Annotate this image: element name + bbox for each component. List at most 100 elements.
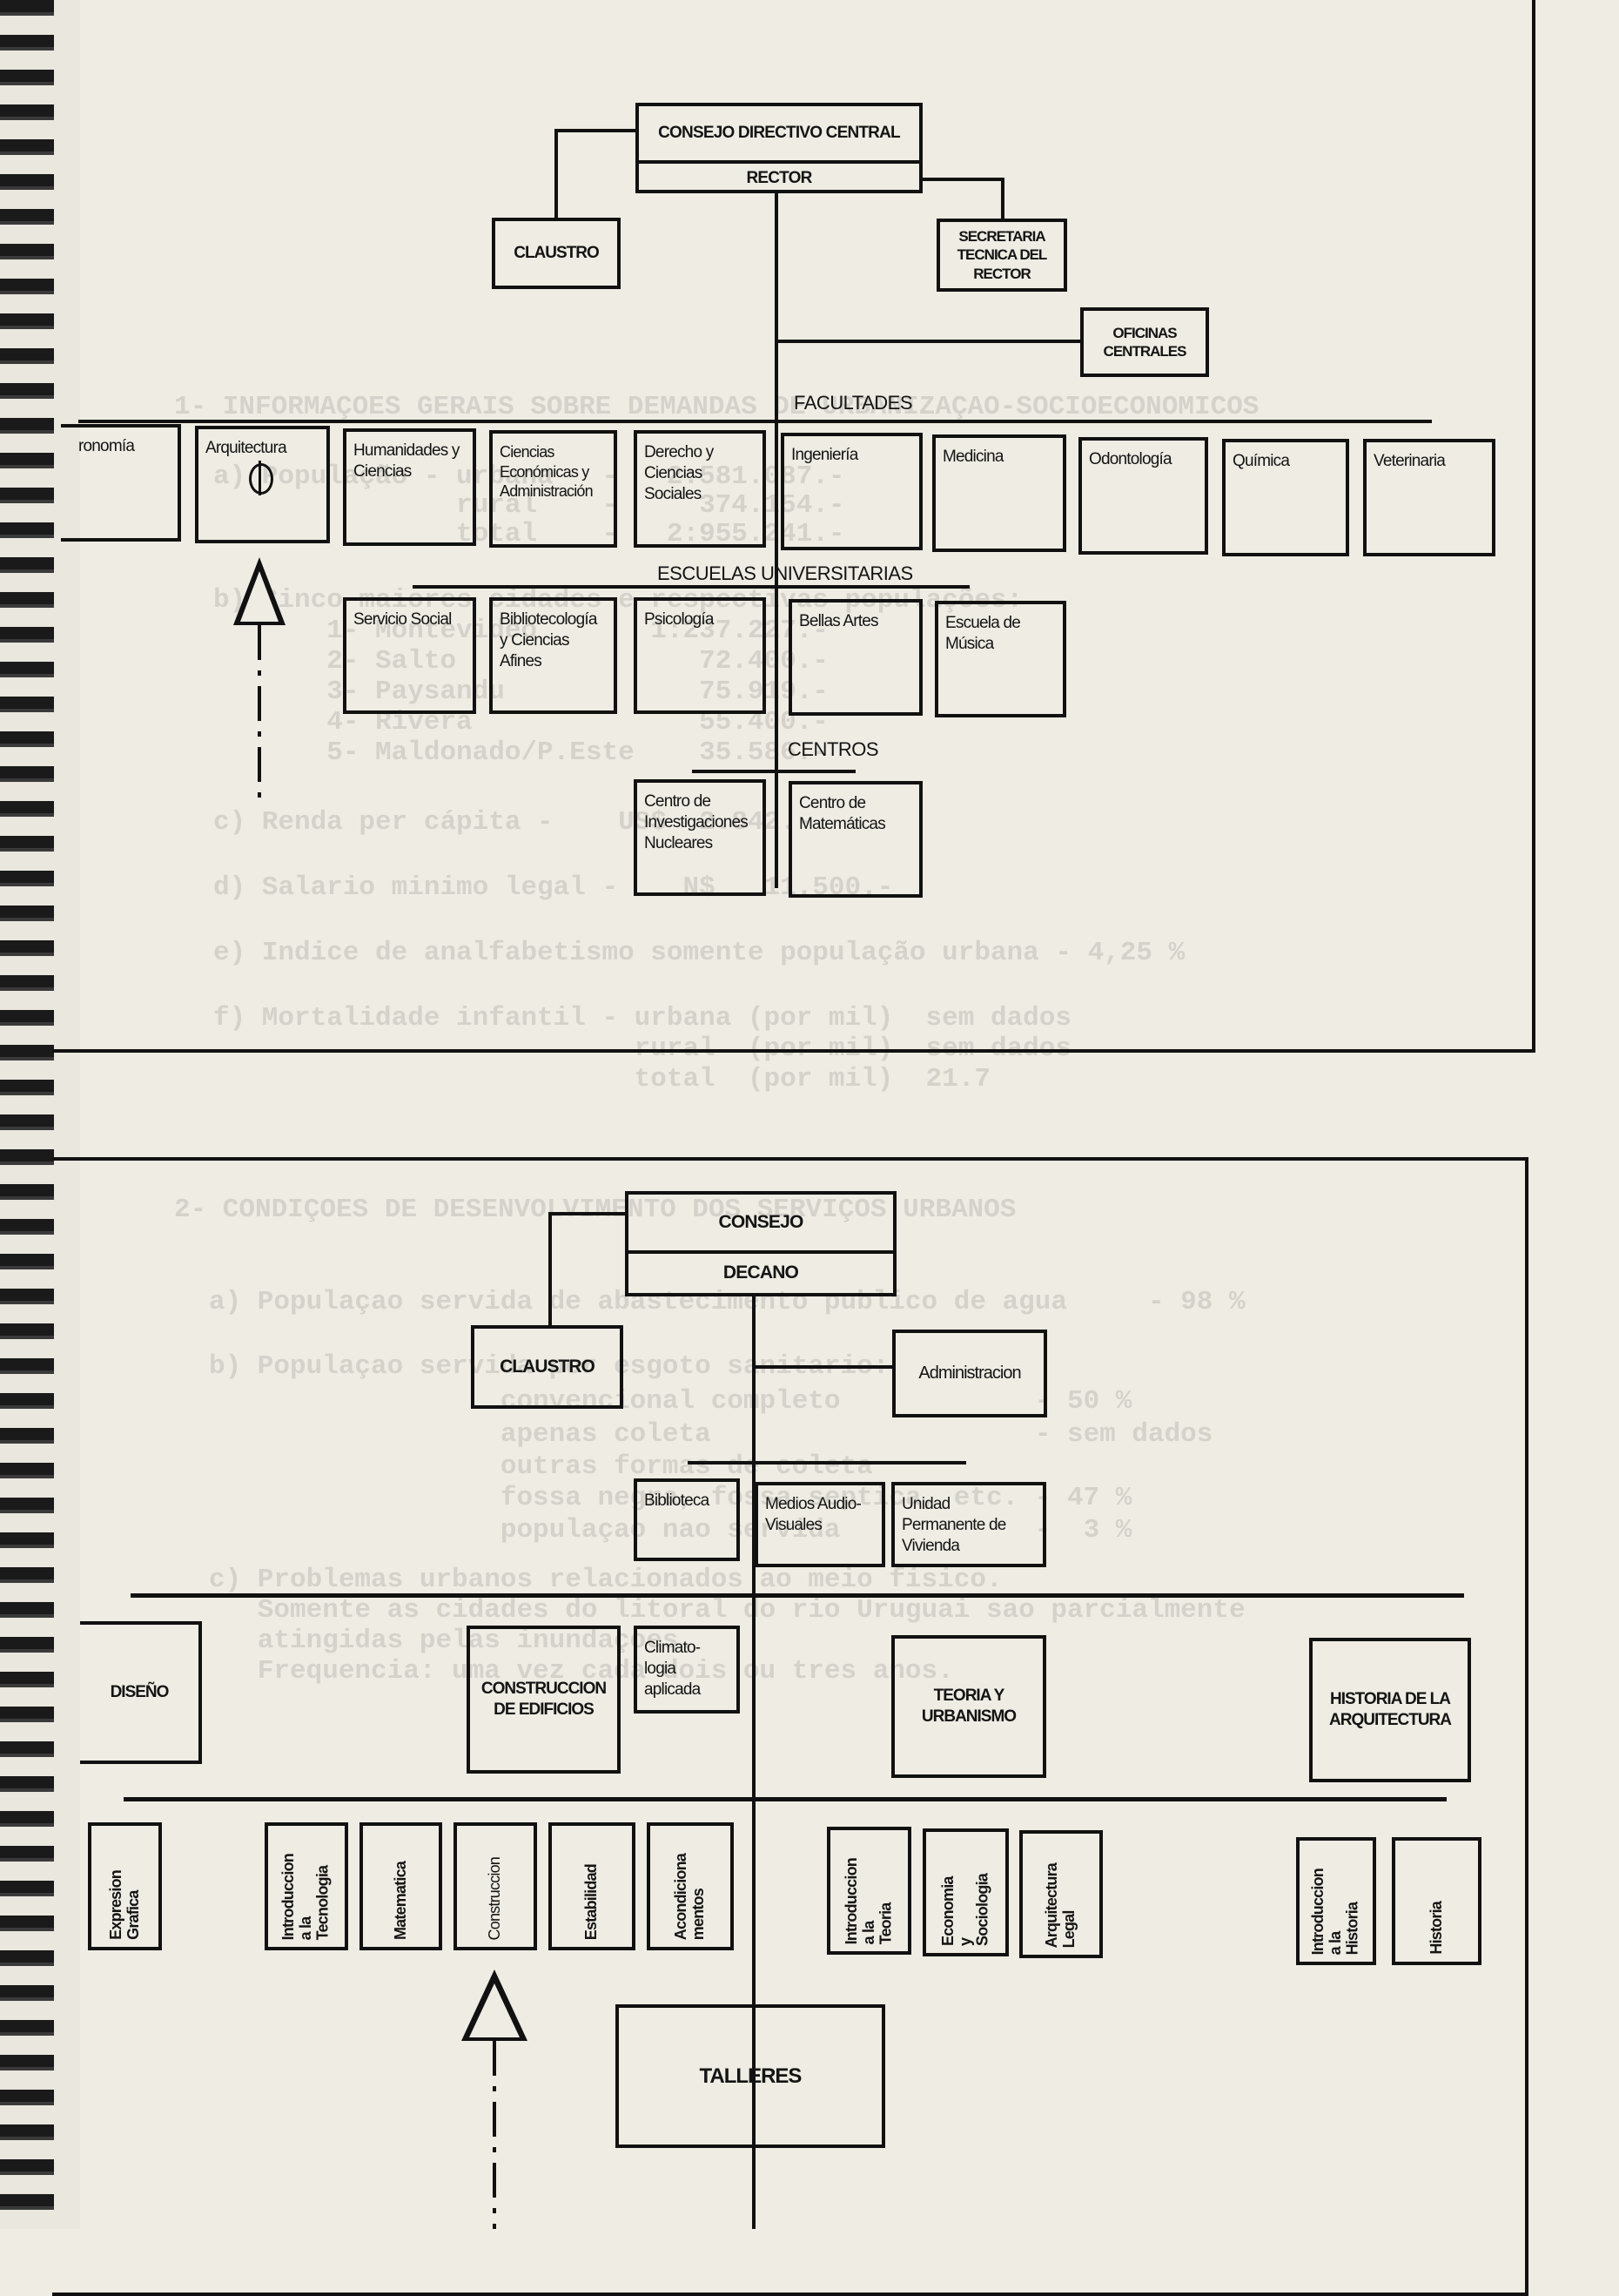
course-label: Construccion: [486, 1856, 504, 1940]
faculty-label: Medicina: [943, 448, 1004, 466]
connector: [548, 1212, 627, 1215]
course-label: Estabilidad: [582, 1863, 601, 1940]
administracion-label: Administracion: [918, 1363, 1021, 1383]
centro-box: Centro de Matemáticas: [789, 781, 923, 898]
escuelas-connector: [413, 585, 970, 589]
service-label: Unidad Permanente de Vivienda: [902, 1495, 1006, 1555]
talleres-label: TALLERES: [699, 2064, 803, 2088]
school-label: Psicología: [644, 610, 714, 629]
faculty-label: Humanidades y Ciencias: [353, 441, 460, 481]
course-label: Historia: [1427, 1902, 1445, 1955]
connector: [754, 1365, 893, 1369]
department-label: HISTORIA DE LA ARQUITECTURA: [1329, 1690, 1452, 1729]
department-label: DISEÑO: [110, 1683, 170, 1702]
department-box: HISTORIA DE LA ARQUITECTURA: [1309, 1638, 1471, 1782]
service-box: Unidad Permanente de Vivienda: [891, 1482, 1046, 1567]
ghost-line: apenas coleta - sem dados: [209, 1419, 1213, 1450]
decano-label: DECANO: [722, 1262, 799, 1283]
ghost-line: c) Renda per cápita - US$ 2.842.-: [213, 807, 813, 838]
course-box: Estabilidad: [548, 1822, 635, 1950]
connector: [548, 1212, 552, 1327]
course-box: Arquitectura Legal: [1019, 1830, 1103, 1958]
faculty-label: Ingeniería: [791, 446, 858, 464]
escuelas-label: ESCUELAS UNIVERSITARIAS: [657, 562, 913, 584]
ghost-line: fossa negra, fossa septica, etc. - 47 %: [209, 1483, 1132, 1513]
faculty-label: Ciencias Económicas y Administración: [500, 443, 594, 500]
ghost-line: e) Indice de analfabetismo somente popul…: [213, 938, 1186, 968]
ghost-line: convencional completo - 50 %: [209, 1386, 1132, 1417]
faculty-label: ronomía: [78, 437, 135, 455]
faculty-box: Derecho y Ciencias Sociales: [634, 430, 766, 548]
ghost-line: 2- CONDIÇOES DE DESENVOLVIMENTO DOS SERV…: [174, 1195, 1017, 1225]
school-label: Escuela de Música: [945, 614, 1021, 653]
course-box: Matematica: [359, 1822, 442, 1950]
oficinas-centrales-box: OFICINAS CENTRALES: [1080, 307, 1209, 377]
connector: [554, 129, 558, 219]
ghost-line: 1- INFORMAÇOES GERAIS SOBRE DEMANDAS DE …: [174, 392, 1260, 422]
theta-symbol-icon: [249, 461, 273, 495]
secretaria-label: SECRETARIA TECNICA DEL RECTOR: [957, 228, 1048, 282]
faculty-label: Veterinaria: [1374, 452, 1446, 470]
departments-connector: [131, 1593, 1464, 1598]
course-label: Acondiciona mentos: [672, 1853, 707, 1940]
triangle-marker-inner: [469, 1983, 520, 2037]
school-label: Bellas Artes: [799, 612, 879, 630]
school-label: Bibliotecología y Ciencias Afines: [500, 610, 597, 670]
course-box: Historia: [1392, 1837, 1481, 1965]
faculty-label: Derecho y Ciencias Sociales: [644, 443, 714, 503]
consejo-directivo-central-box: CONSEJO DIRECTIVO CENTRAL RECTOR: [635, 103, 923, 193]
ghost-line: 5- Maldonado/P.Este 35.586.-: [213, 737, 829, 768]
claustro-box: CLAUSTRO: [492, 218, 621, 289]
ghost-line: rural (por mil) sem dados: [213, 1034, 1071, 1064]
ghost-line: a) População - urbana - 2:581.087.-: [213, 461, 845, 492]
ghost-line: a) Populaçao servida de abastecimento pu…: [209, 1287, 1246, 1317]
faculty-box: Ingeniería: [781, 433, 923, 550]
spiral-binding: [0, 0, 80, 2229]
ghost-line: d) Salario minimo legal - N$ 11.500.-: [213, 872, 894, 903]
course-label: Economia y Sociologia: [938, 1873, 991, 1946]
course-box: Construccion: [453, 1822, 537, 1950]
course-box: Introduccion a la Historia: [1296, 1837, 1376, 1965]
services-connector: [688, 1461, 966, 1464]
ghost-line: 1- Montevideo 1:237.227.-: [213, 616, 829, 646]
claustro-label: CLAUSTRO: [500, 1356, 595, 1377]
facultades-connector: [78, 420, 1432, 423]
course-label: Matematica: [391, 1861, 409, 1940]
main-connector: [775, 192, 778, 888]
faculty-box: Odontología: [1078, 437, 1208, 555]
oficinas-label: OFICINAS CENTRALES: [1103, 324, 1187, 360]
faculty-box: Humanidades y Ciencias: [343, 428, 476, 546]
ghost-line: Somente as cidades do litoral do rio Uru…: [209, 1595, 1246, 1626]
course-box: Introduccion a la Tecnologia: [265, 1822, 348, 1950]
consejo-decano-box: CONSEJO DECANO: [625, 1191, 897, 1296]
connector: [776, 340, 1081, 343]
ghost-line: f) Mortalidade infantil - urbana (por mi…: [213, 1003, 1071, 1034]
service-label: Biblioteca: [644, 1491, 709, 1510]
courses-connector: [124, 1797, 1447, 1801]
school-box: Psicología: [634, 597, 766, 714]
centro-box: Centro de Investigaciones Nucleares: [634, 779, 766, 896]
course-label: Introduccion a la Tecnologia: [279, 1853, 332, 1940]
faculty-box: Ciencias Económicas y Administración: [489, 430, 617, 548]
service-box: Medios Audio-Visuales: [755, 1482, 885, 1567]
secretaria-box: SECRETARIA TECNICA DEL RECTOR: [937, 219, 1067, 292]
course-box: Economia y Sociologia: [923, 1828, 1009, 1956]
faculty-label: Odontología: [1089, 450, 1172, 468]
department-label: Climato-logia aplicada: [644, 1639, 701, 1699]
centro-label: Centro de Investigaciones Nucleares: [644, 792, 749, 852]
centros-label: CENTROS: [788, 738, 879, 760]
connector: [554, 129, 635, 132]
ghost-line: total (por mil) 21.7: [213, 1064, 991, 1094]
faculty-box: Química: [1222, 439, 1349, 556]
course-box: Expresion Grafica: [88, 1822, 162, 1950]
ghost-line: populaçao nao servida - 3 %: [209, 1515, 1132, 1545]
course-label: Expresion Grafica: [106, 1870, 142, 1940]
faculty-box: Medicina: [932, 434, 1066, 552]
ghost-line: c) Problemas urbanos relacionados ao mei…: [209, 1565, 1003, 1595]
facultades-label: FACULTADES: [794, 392, 913, 414]
course-label: Arquitectura Legal: [1043, 1862, 1078, 1948]
department-box: TEORIA Y URBANISMO: [891, 1635, 1046, 1778]
school-box: Bibliotecología y Ciencias Afines: [489, 597, 617, 714]
course-label: Introduccion a la Historia: [1309, 1868, 1361, 1955]
ghost-line: atingidas pelas inundaçoes.: [209, 1626, 695, 1656]
